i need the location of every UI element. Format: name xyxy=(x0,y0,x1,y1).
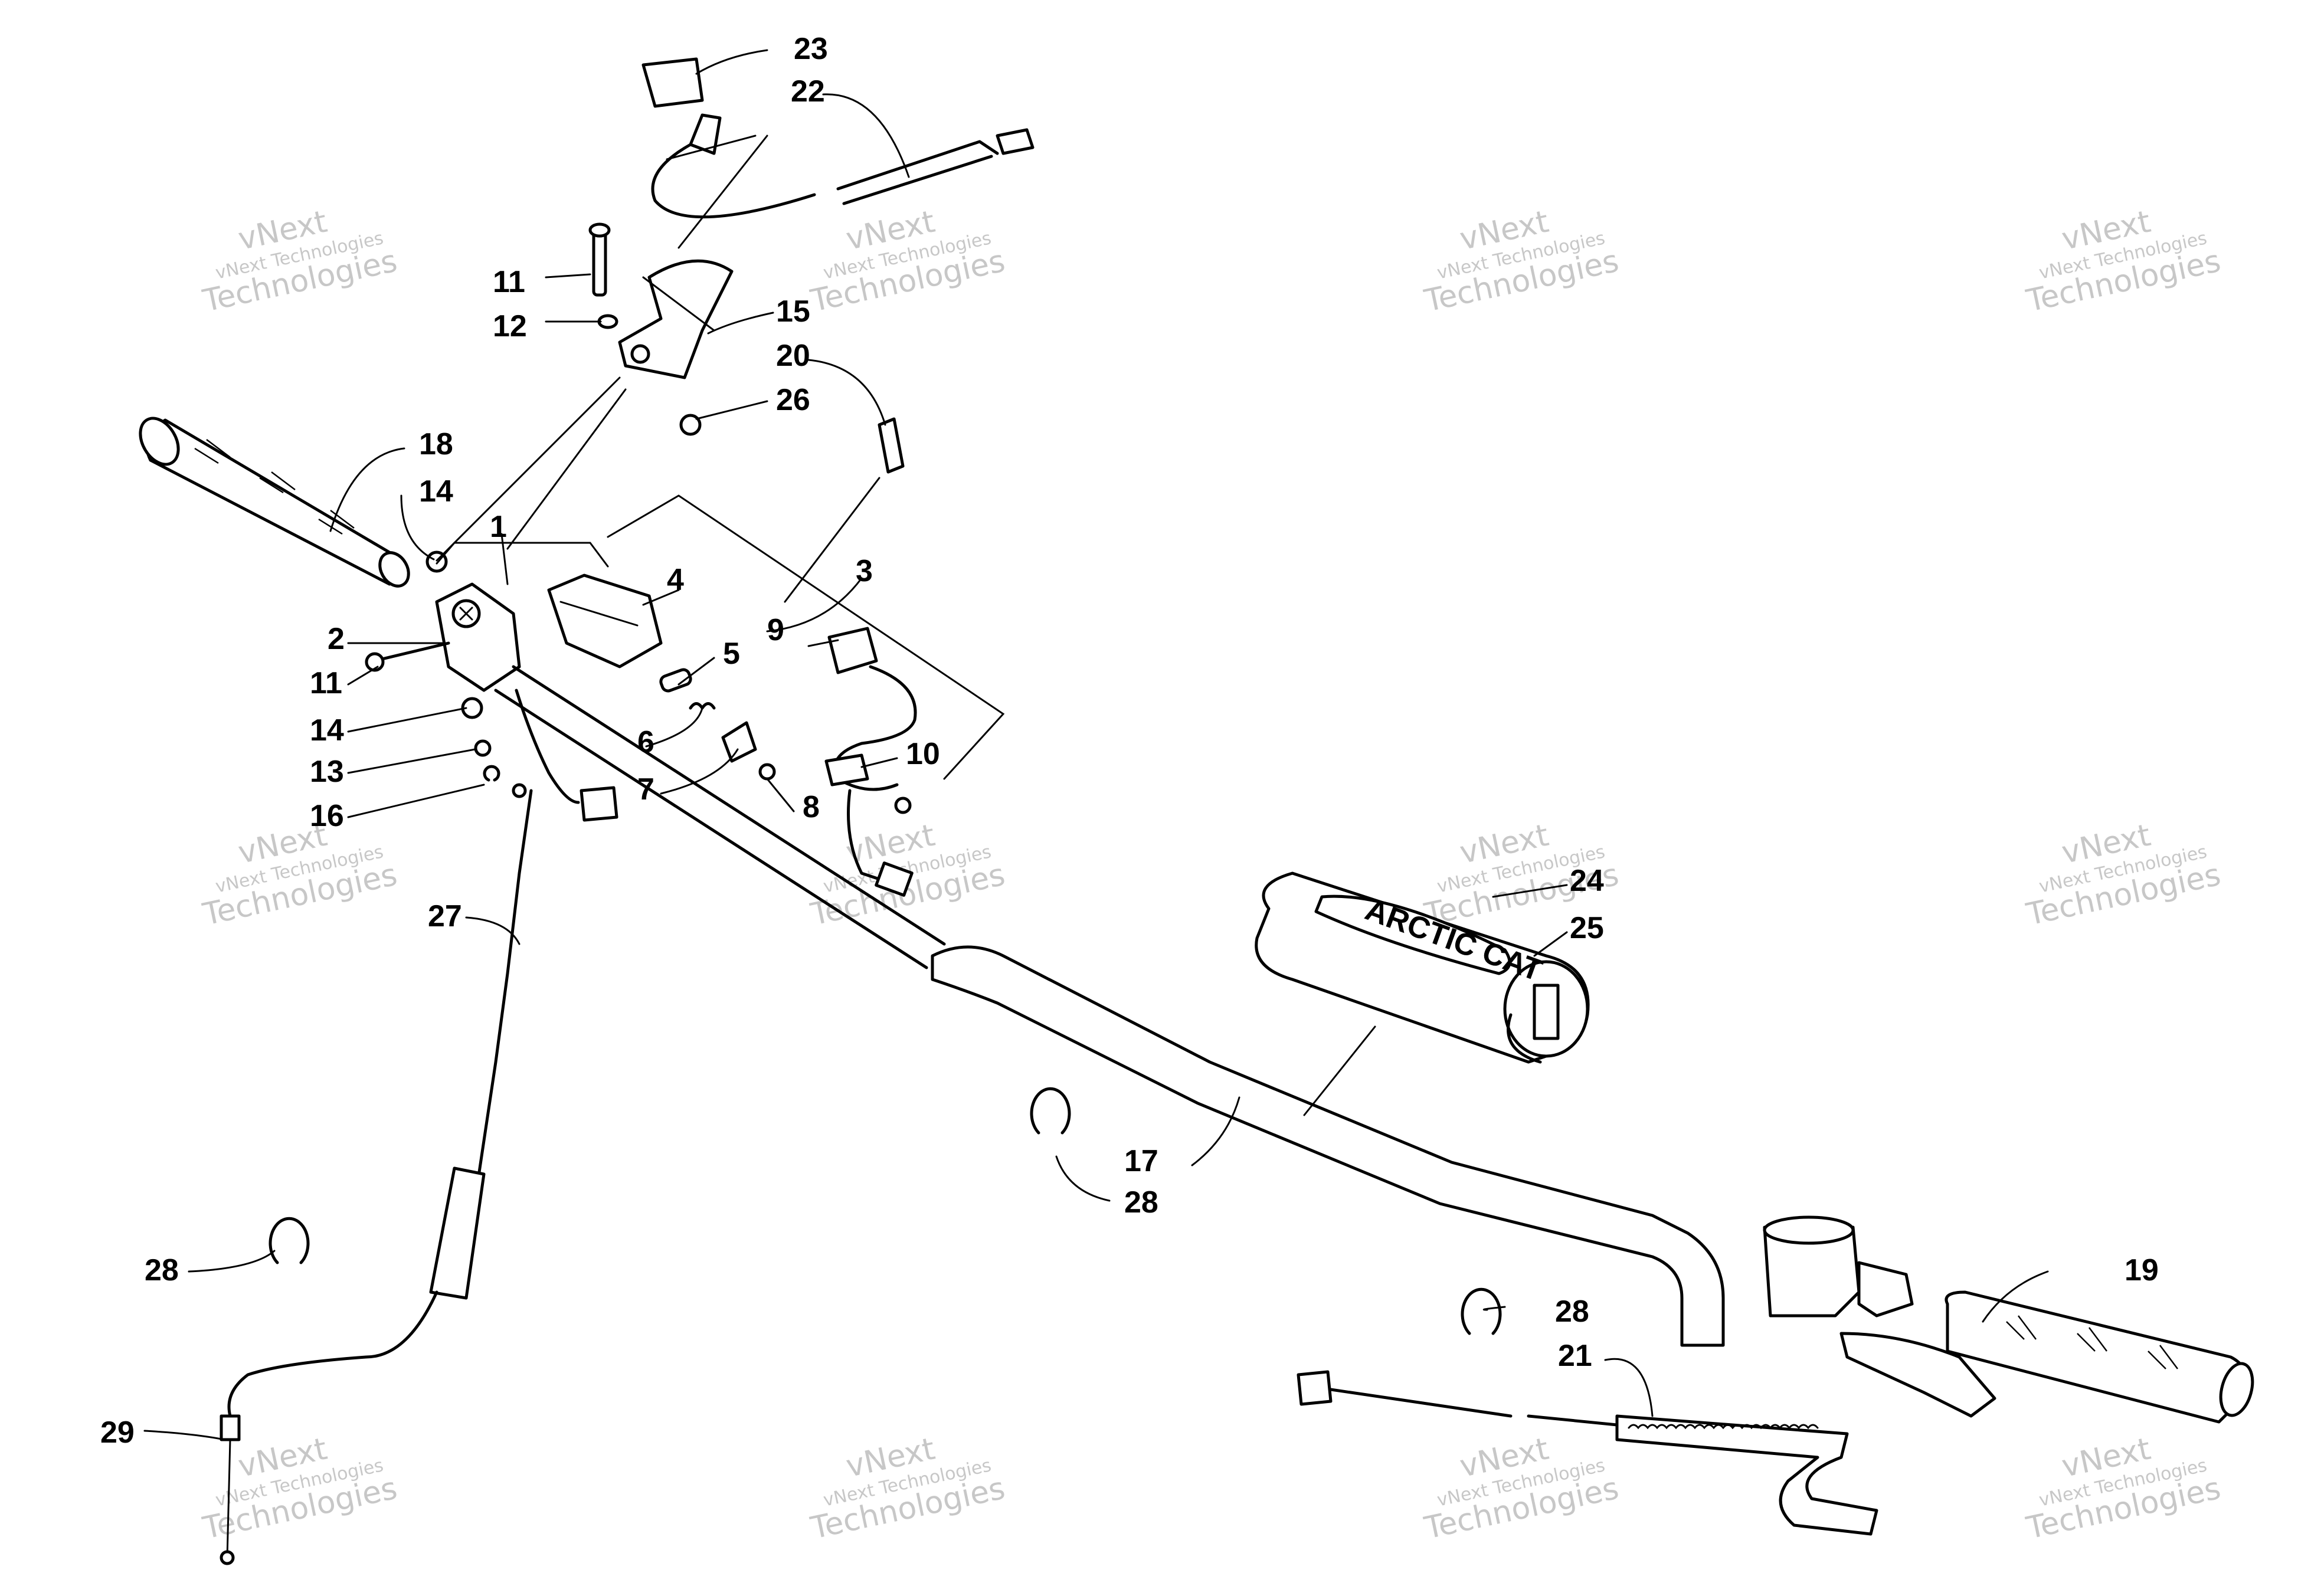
bracket-part-7 xyxy=(721,721,757,763)
callout-17: 17 xyxy=(1124,1144,1158,1178)
brake-lever-part-15 xyxy=(618,259,734,379)
callout-25: 23 xyxy=(794,32,828,66)
brake-lever-right xyxy=(1839,1332,1996,1418)
clamp-part-28-c xyxy=(1461,1287,1502,1335)
callout-3: 3 xyxy=(856,554,873,588)
callout-26: 26 xyxy=(776,383,810,417)
throttle-lever-part-4 xyxy=(547,573,663,668)
handlebar-left-section xyxy=(512,665,946,946)
callout-2: 2 xyxy=(328,622,345,656)
callout-28-right: 28 xyxy=(1555,1295,1589,1329)
callout-labels: 23 22 11 12 15 20 26 18 14 1 4 3 2 11 9 … xyxy=(100,32,2159,1450)
callout-18: 18 xyxy=(419,427,453,461)
callout-11: 11 xyxy=(310,666,342,700)
brake-master-cylinder xyxy=(1763,1215,1914,1318)
callout-9: 9 xyxy=(767,613,784,647)
throttle-cable-part-27 xyxy=(220,783,533,1565)
callout-15: 15 xyxy=(776,294,810,329)
handlebar-part-17 xyxy=(931,945,1725,1347)
left-grip-part-18 xyxy=(139,417,410,588)
callout-7: 7 xyxy=(637,772,654,807)
leader-lines xyxy=(143,49,2049,1441)
clip-part-16 xyxy=(483,765,500,782)
clamp-part-28-a xyxy=(1030,1087,1071,1135)
callout-27: 27 xyxy=(428,899,462,933)
callout-29: 29 xyxy=(100,1415,135,1450)
callout-14-upper: 14 xyxy=(419,474,453,509)
callout-13-lower: 13 xyxy=(310,755,344,789)
pad-part-25 xyxy=(641,57,704,108)
link-part-20 xyxy=(878,417,905,474)
clamp-part-28-b xyxy=(269,1217,310,1264)
callout-20: 20 xyxy=(776,339,810,373)
pin-part-5 xyxy=(659,668,692,693)
wire-harness-part-24 xyxy=(651,113,1035,219)
callout-6: 6 xyxy=(637,725,654,759)
screw-part-8-a xyxy=(758,763,776,781)
callout-23: 25 xyxy=(1570,911,1604,945)
callout-21: 21 xyxy=(1558,1339,1592,1373)
callout-5: 5 xyxy=(723,637,740,671)
connector-lead xyxy=(515,689,618,822)
screw-part-8-b xyxy=(894,797,912,814)
callout-13-upper: 12 xyxy=(493,309,527,343)
right-grip-part-19 xyxy=(1945,1290,2254,1424)
callout-12: 11 xyxy=(493,265,525,299)
callout-16: 16 xyxy=(310,799,344,833)
callout-10: 10 xyxy=(906,737,940,771)
throttle-housing-part-1 xyxy=(435,582,521,692)
handlebar-left-section-lower xyxy=(494,689,928,969)
callout-22: 24 xyxy=(1570,864,1604,898)
screw-part-11 xyxy=(365,641,450,672)
switch-part-9 xyxy=(827,627,878,674)
callout-8: 8 xyxy=(803,790,820,824)
callout-28-left: 28 xyxy=(145,1253,179,1287)
callout-1: 1 xyxy=(490,510,507,544)
assembly-guide-lines xyxy=(436,135,1376,1116)
pin-part-12 xyxy=(588,222,611,297)
callout-4: 4 xyxy=(667,563,684,597)
grip-heater-part-21 xyxy=(1297,1370,1878,1536)
callout-14-lower: 14 xyxy=(310,713,344,748)
pad-foam-part-23 xyxy=(1507,1013,1542,1064)
callout-19: 19 xyxy=(2124,1253,2159,1287)
nut-part-26 xyxy=(679,414,702,436)
callout-28-middle: 28 xyxy=(1124,1185,1158,1220)
washer-part-13-lower xyxy=(474,739,492,757)
callout-24: 22 xyxy=(791,74,825,109)
switch-harness-part-10 xyxy=(824,665,917,897)
